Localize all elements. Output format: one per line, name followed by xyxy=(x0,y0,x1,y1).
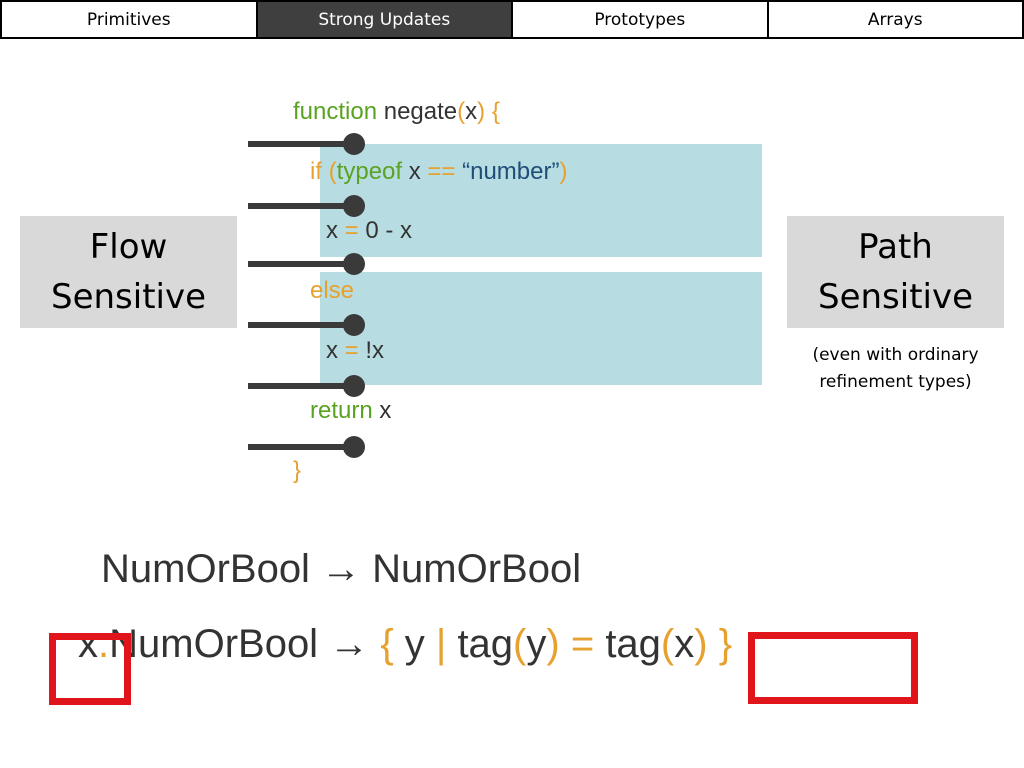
signature-simple: NumOrBool → NumOrBool xyxy=(101,547,582,591)
code-line-assign-negate: x = 0 - x xyxy=(326,217,413,244)
flow-sensitive-label: Flow Sensitive xyxy=(20,216,237,328)
tab-arrays[interactable]: Arrays xyxy=(766,0,1024,39)
else-branch-region xyxy=(320,272,762,385)
code-line-assign-not: x = !x xyxy=(326,337,385,364)
highlight-binder-box xyxy=(49,633,131,705)
then-branch-region xyxy=(320,144,762,257)
code-line-else: else xyxy=(310,277,355,304)
highlight-refinement-box xyxy=(748,632,918,704)
path-sensitive-note: (even with ordinary refinement types) xyxy=(812,345,979,392)
flow-sensitive-text: Flow Sensitive xyxy=(50,227,207,317)
tab-primitives[interactable]: Primitives xyxy=(0,0,258,39)
tab-bar: Primitives Strong Updates Prototypes Arr… xyxy=(0,0,1024,39)
code-line-function: function negate(x) { xyxy=(293,98,500,125)
code-line-return: return x xyxy=(310,397,392,424)
path-sensitive-label: Path Sensitive xyxy=(787,216,1004,328)
tab-strong-updates[interactable]: Strong Updates xyxy=(255,0,513,39)
tab-prototypes[interactable]: Prototypes xyxy=(511,0,769,39)
path-sensitive-text: Path Sensitive xyxy=(817,227,974,317)
signature-dependent: x.NumOrBool → { y | tag(y) = tag(x) } xyxy=(78,622,733,666)
code-line-close-brace: } xyxy=(293,457,302,484)
code-line-if: if (typeof x == “number”) xyxy=(310,158,568,185)
